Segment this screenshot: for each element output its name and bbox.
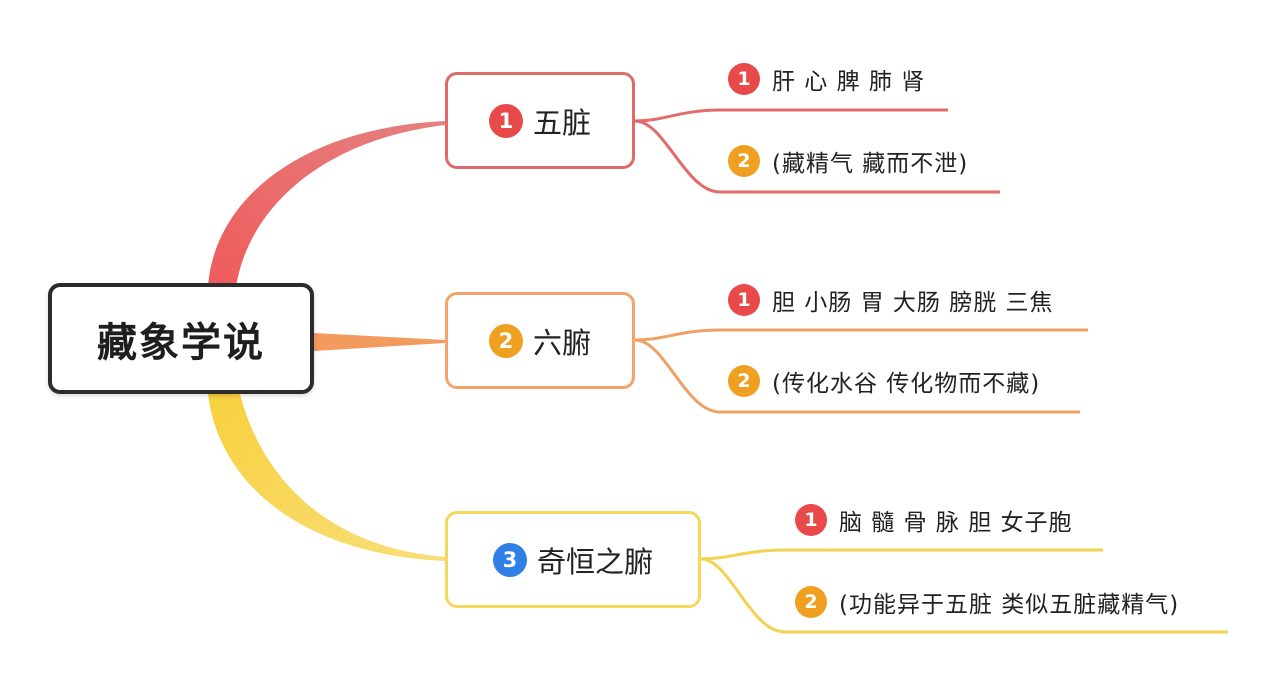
root-label: 藏象学说 (97, 319, 265, 366)
branch-node-wuzang[interactable]: 1 五脏 (445, 72, 635, 169)
leaf-text: 肝 心 脾 肺 肾 (772, 69, 926, 95)
branch-label: 五脏 (532, 105, 591, 140)
leaf-text: 胆 小肠 胃 大肠 膀胱 三焦 (772, 290, 1054, 316)
number-badge-icon: 1 (795, 504, 827, 536)
leaf-text: 脑 髓 骨 脉 胆 女子胞 (839, 510, 1073, 536)
number-badge-icon: 1 (728, 63, 760, 95)
leaf-liufu-function[interactable]: 2 (传化水谷 传化物而不藏) (728, 364, 1040, 398)
number-badge-icon: 2 (795, 586, 827, 618)
connector-wuzang-leaf-1 (634, 108, 948, 123)
number-badge-icon: 2 (728, 365, 760, 397)
leaf-qiheng-function[interactable]: 2 (功能异于五脏 类似五脏藏精气) (795, 585, 1179, 619)
connector-root-liufu (314, 333, 445, 351)
connector-root-wuzang (208, 121, 445, 287)
number-badge-icon: 2 (488, 323, 523, 358)
number-badge-icon: 1 (488, 103, 523, 138)
leaf-qiheng-organs[interactable]: 1 脑 髓 骨 脉 胆 女子胞 (795, 503, 1073, 537)
connector-wuzang-leaf-2 (634, 119, 1000, 194)
number-badge-icon: 2 (728, 145, 760, 177)
branch-label: 奇恒之腑 (536, 544, 653, 579)
leaf-liufu-organs[interactable]: 1 胆 小肠 胃 大肠 膀胱 三焦 (728, 283, 1054, 317)
root-node[interactable]: 藏象学说 (48, 283, 314, 394)
connector-qiheng-leaf-2 (700, 557, 1228, 634)
branch-node-liufu[interactable]: 2 六腑 (445, 292, 635, 389)
connector-root-qiheng (208, 394, 445, 561)
leaf-wuzang-function[interactable]: 2 (藏精气 藏而不泄) (728, 144, 968, 178)
number-badge-icon: 3 (492, 542, 527, 577)
branch-label: 六腑 (532, 325, 591, 360)
number-badge-icon: 1 (728, 284, 760, 316)
branch-node-qiheng[interactable]: 3 奇恒之腑 (445, 511, 701, 608)
connector-liufu-leaf-1 (634, 328, 1088, 342)
connector-liufu-leaf-2 (634, 338, 1080, 414)
leaf-text: (功能异于五脏 类似五脏藏精气) (839, 592, 1180, 618)
leaf-text: (藏精气 藏而不泄) (772, 151, 969, 177)
leaf-text: (传化水谷 传化物而不藏) (772, 371, 1041, 397)
connector-qiheng-leaf-1 (700, 548, 1103, 561)
leaf-wuzang-organs[interactable]: 1 肝 心 脾 肺 肾 (728, 62, 925, 96)
